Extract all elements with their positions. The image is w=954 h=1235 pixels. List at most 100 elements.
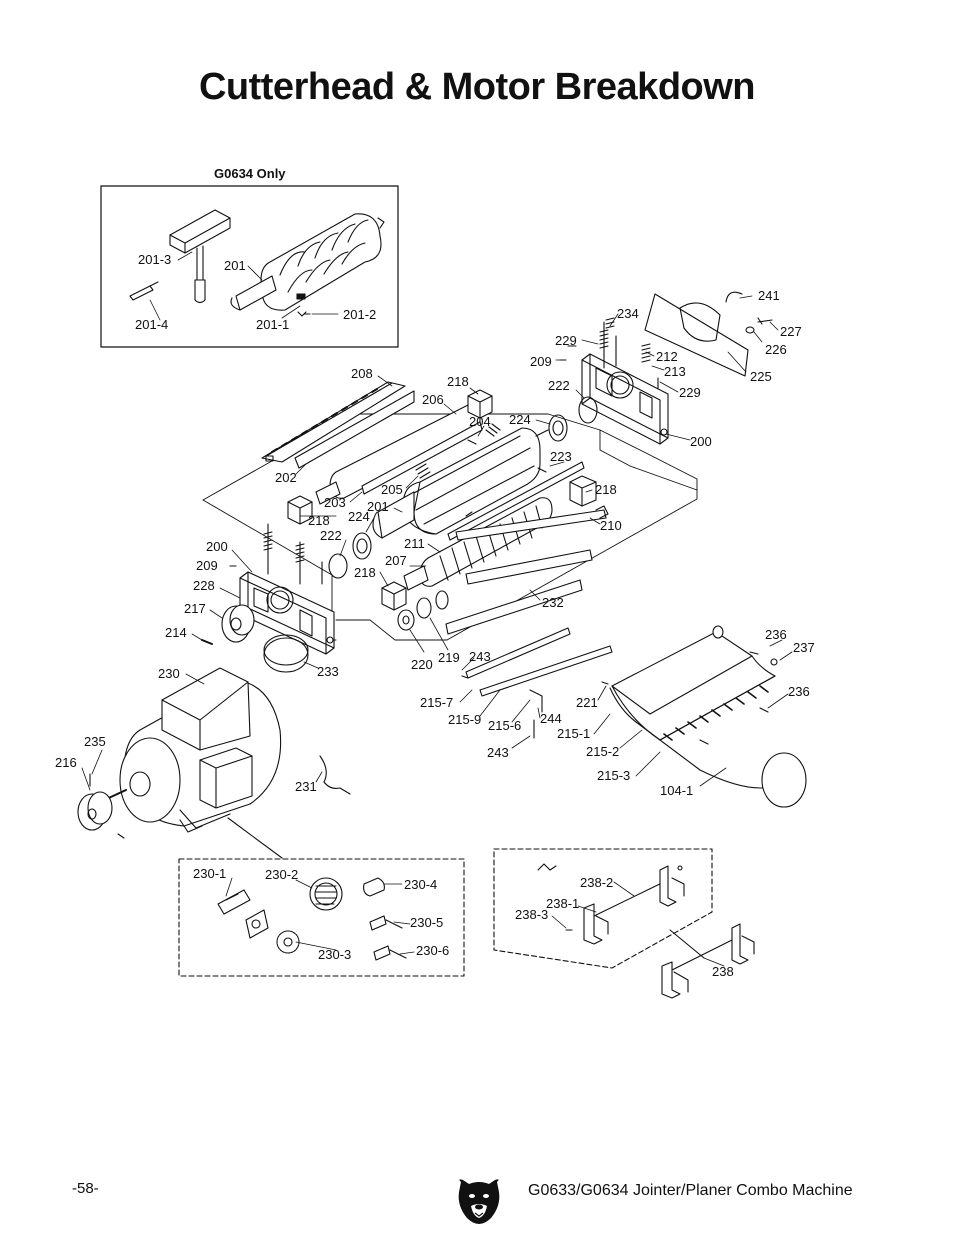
label-232: 232 [542, 595, 564, 610]
label-241: 241 [758, 288, 780, 303]
label-223: 223 [550, 449, 572, 464]
washer-237 [770, 658, 778, 666]
label-207: 207 [385, 553, 407, 568]
label-206: 206 [422, 392, 444, 407]
label-201-1: 201-1 [256, 317, 289, 332]
label-243-a: 243 [469, 649, 491, 664]
screw-215-1 [699, 739, 709, 745]
label-213: 213 [664, 364, 686, 379]
key-214 [201, 639, 213, 645]
screw-motor [117, 833, 125, 839]
label-217: 217 [184, 601, 206, 616]
bracket-leader [669, 929, 705, 959]
label-230-6: 230-6 [416, 943, 449, 958]
label-221: 221 [576, 695, 598, 710]
label-236-a: 236 [765, 627, 787, 642]
t-wrench-part [169, 209, 231, 304]
page-title: Cutterhead & Motor Breakdown [198, 66, 756, 108]
page-number: -58- [72, 1180, 99, 1197]
bracket-238-assembled [661, 923, 755, 999]
bearing-222-top [578, 396, 598, 424]
motor-small-parts [217, 877, 407, 961]
bearing-224-top [548, 414, 568, 442]
bracket-parts-box [493, 848, 713, 969]
washer-220 [397, 609, 415, 631]
label-225: 225 [750, 369, 772, 384]
label-215-2: 215-2 [586, 744, 619, 759]
label-230-4: 230-4 [404, 877, 437, 892]
label-233: 233 [317, 664, 339, 679]
label-238-2: 238-2 [580, 875, 613, 890]
motor-parts-box [178, 858, 465, 977]
label-212: 212 [656, 349, 678, 364]
label-220: 220 [411, 657, 433, 672]
label-230: 230 [158, 666, 180, 681]
top-housing-springs [559, 317, 659, 389]
label-218-b: 218 [595, 482, 617, 497]
hex-key-tip [149, 281, 159, 287]
screw-236-b [759, 707, 769, 713]
label-209-b: 209 [196, 558, 218, 573]
pulley-217 [221, 604, 255, 643]
label-230-2: 230-2 [265, 867, 298, 882]
screw-236-a [749, 651, 759, 655]
label-210: 210 [600, 518, 622, 533]
label-104-1: 104-1 [660, 783, 693, 798]
label-201-3: 201-3 [138, 252, 171, 267]
label-226: 226 [765, 342, 787, 357]
screw-204 [467, 439, 477, 445]
bracket-244 [529, 689, 543, 713]
label-201: 201 [367, 499, 389, 514]
cutterhead-201 [372, 427, 549, 539]
bracket-238-exploded [565, 865, 685, 945]
motor-230 [99, 667, 282, 833]
plate-215-6 [479, 645, 613, 697]
bearing-housing-left [239, 571, 335, 655]
label-204: 204 [469, 414, 491, 429]
label-201-inset: 201 [224, 258, 246, 273]
motor-pulley-216 [77, 791, 113, 831]
power-cord-231 [319, 755, 351, 795]
label-230-1: 230-1 [193, 866, 226, 881]
bearing-222-left [328, 553, 348, 579]
screw-223 [537, 467, 547, 473]
spiral-cutterhead-part [230, 213, 385, 311]
label-238: 238 [712, 964, 734, 979]
label-208: 208 [351, 366, 373, 381]
label-224-a: 224 [509, 412, 531, 427]
label-215-3: 215-3 [597, 768, 630, 783]
screw-221 [601, 681, 609, 685]
inset-g0634 [100, 185, 399, 348]
insert-201-1 [297, 311, 307, 317]
label-230-3: 230-3 [318, 947, 351, 962]
label-244: 244 [540, 711, 562, 726]
motor-leader [227, 817, 283, 859]
inset-caption: G0634 Only [214, 166, 286, 181]
bearing-block-218-b [569, 475, 597, 507]
label-222-b: 222 [320, 528, 342, 543]
label-218-a: 218 [447, 374, 469, 389]
footer-title: G0633/G0634 Jointer/Planer Combo Machine [528, 1182, 853, 1199]
label-211: 211 [404, 536, 425, 551]
label-243-b: 243 [487, 745, 509, 760]
label-215-1: 215-1 [557, 726, 590, 741]
label-200-a: 200 [690, 434, 712, 449]
bearing-224-left [352, 532, 372, 560]
plate-cutout [679, 302, 721, 342]
label-231: 231 [295, 779, 317, 794]
label-215-6: 215-6 [488, 718, 521, 733]
label-238-1: 238-1 [546, 896, 579, 911]
gib-202 [294, 390, 415, 469]
belt-233 [263, 637, 309, 673]
label-238-3: 238-3 [515, 907, 548, 922]
spring-204 [485, 423, 501, 437]
washer-226 [745, 326, 755, 334]
label-215-7: 215-7 [420, 695, 453, 710]
label-201-2: 201-2 [343, 307, 376, 322]
part-labels: 201-3 201 201-4 201-1 201-2 241 234 229 … [55, 252, 815, 979]
shaft-232-a [465, 549, 593, 585]
washer-219 [416, 597, 432, 619]
bear-head-logo-icon [458, 1179, 500, 1224]
knife-223 [447, 461, 585, 541]
